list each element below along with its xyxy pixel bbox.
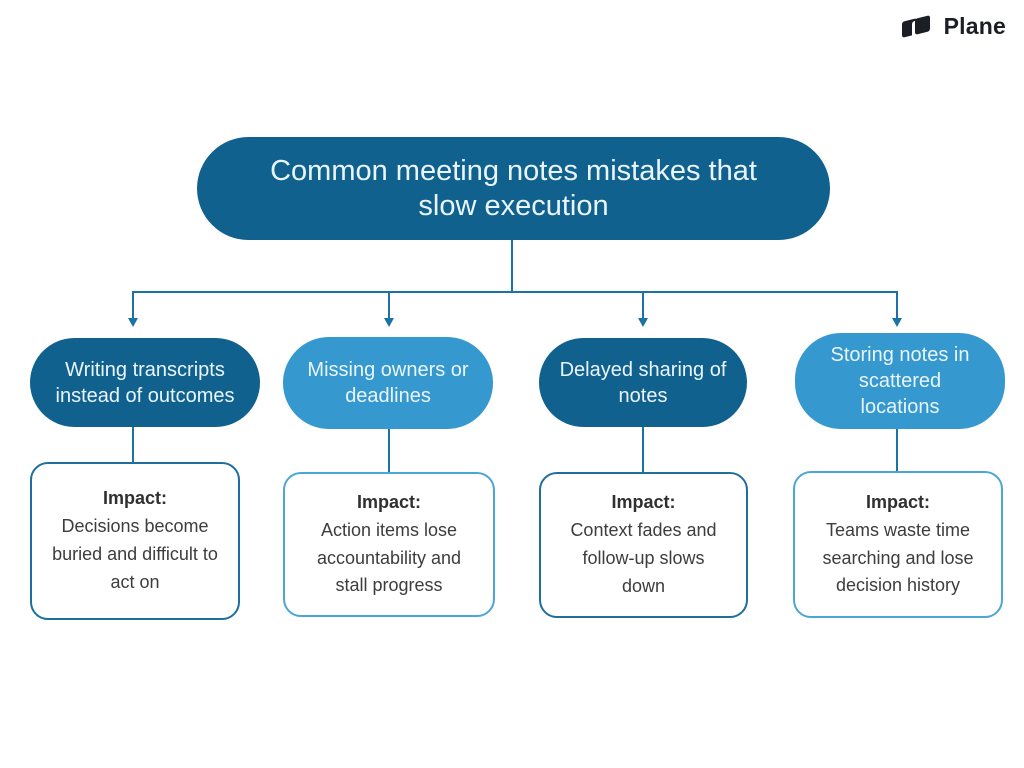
branch-node-delayed-sharing: Delayed sharing of notes bbox=[539, 338, 747, 427]
node-card-line-1 bbox=[132, 427, 134, 462]
branch-node-label: Storing notes in scattered locations bbox=[830, 344, 970, 418]
impact-heading: Impact: bbox=[356, 491, 421, 512]
plane-logo: Plane bbox=[900, 13, 1006, 40]
drop-line-2 bbox=[388, 291, 390, 318]
root-node: Common meeting notes mistakes that slow … bbox=[197, 137, 830, 240]
impact-card-missing-owners: Impact: Action items lose accountability… bbox=[283, 472, 495, 617]
branch-node-label: Writing transcripts instead of outcomes bbox=[55, 358, 235, 407]
plane-logo-icon bbox=[900, 13, 936, 40]
impact-card-scattered-locations: Impact: Teams waste time searching and l… bbox=[793, 471, 1003, 618]
impact-text: Context fades and follow-up slows down bbox=[570, 520, 717, 596]
plane-logo-block-right bbox=[914, 15, 930, 35]
impact-card-writing-transcripts: Impact: Decisions become buried and diff… bbox=[30, 462, 240, 620]
impact-text: Teams waste time searching and lose deci… bbox=[822, 519, 974, 596]
impact-card-delayed-sharing: Impact: Context fades and follow-up slow… bbox=[539, 472, 748, 618]
drop-line-1 bbox=[132, 291, 134, 318]
arrow-down-icon bbox=[128, 318, 138, 327]
branch-rail-line bbox=[132, 291, 898, 293]
node-card-line-4 bbox=[896, 429, 898, 471]
branch-node-label: Missing owners or deadlines bbox=[307, 359, 469, 407]
root-stem-line bbox=[511, 240, 513, 291]
drop-line-3 bbox=[642, 291, 644, 318]
arrow-down-icon bbox=[384, 318, 394, 327]
node-card-line-3 bbox=[642, 427, 644, 472]
impact-heading: Impact: bbox=[611, 492, 676, 513]
arrow-down-icon bbox=[638, 318, 648, 327]
branch-node-missing-owners: Missing owners or deadlines bbox=[283, 337, 493, 429]
impact-text: Action items lose accountability and sta… bbox=[316, 519, 462, 596]
branch-node-label: Delayed sharing of notes bbox=[559, 358, 727, 407]
impact-heading: Impact: bbox=[102, 488, 167, 509]
drop-line-4 bbox=[896, 291, 898, 318]
root-title: Common meeting notes mistakes that slow … bbox=[270, 155, 757, 222]
branch-node-scattered-locations: Storing notes in scattered locations bbox=[795, 333, 1005, 429]
impact-text: Decisions become buried and difficult to… bbox=[52, 516, 218, 592]
impact-heading: Impact: bbox=[865, 491, 930, 512]
plane-logo-text: Plane bbox=[943, 13, 1006, 39]
arrow-down-icon bbox=[892, 318, 902, 327]
branch-node-writing-transcripts: Writing transcripts instead of outcomes bbox=[30, 338, 260, 427]
node-card-line-2 bbox=[388, 429, 390, 472]
